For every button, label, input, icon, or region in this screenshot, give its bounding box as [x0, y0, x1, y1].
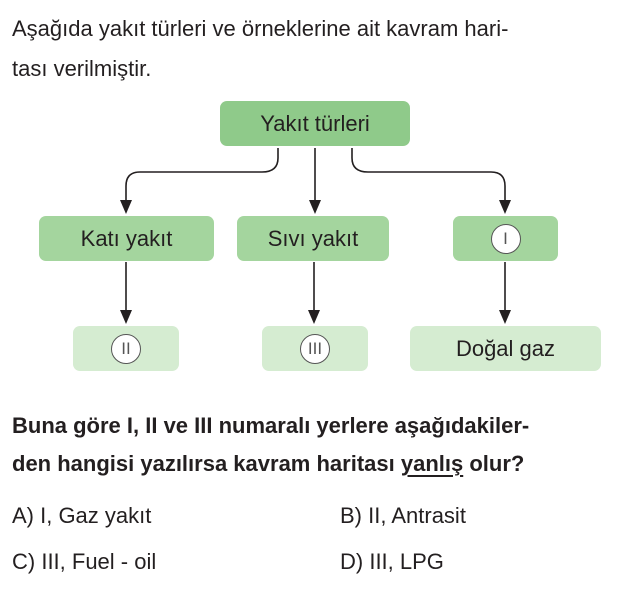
node-kati-yakit: Katı yakıt — [39, 216, 214, 261]
question-line-2-pre: den hangisi yazılırsa kavram haritası — [12, 451, 401, 476]
question-line-2-post: olur? — [463, 451, 525, 476]
node-sivi-yakit: Sıvı yakıt — [237, 216, 389, 261]
option-b[interactable]: B) II, Antrasit — [340, 503, 466, 528]
arrow-root-to-I — [351, 148, 506, 204]
node-dogal-gaz: Doğal gaz — [410, 326, 601, 371]
label-III: III — [300, 333, 330, 364]
option-c[interactable]: C) III, Fuel - oil — [12, 549, 157, 574]
arrow-root-to-kati — [125, 148, 279, 204]
option-a[interactable]: A) I, Gaz yakıt — [12, 503, 152, 528]
label-I: I — [490, 223, 521, 254]
node-blank-II: II — [73, 326, 179, 371]
node-blank-III: III — [262, 326, 368, 371]
label-II: II — [111, 333, 141, 364]
intro-line-2: tası verilmiştir. — [12, 56, 152, 81]
question-line-1: Buna göre I, II ve III numaralı yerlere … — [12, 413, 530, 438]
node-blank-I: I — [453, 216, 558, 261]
option-d[interactable]: D) III, LPG — [340, 549, 444, 574]
question-line-2: den hangisi yazılırsa kavram haritası ya… — [12, 451, 524, 477]
intro-line-1: Aşağıda yakıt türleri ve örneklerine ait… — [12, 16, 509, 41]
underlined-word: yanlış — [400, 451, 464, 476]
node-root: Yakıt türleri — [220, 101, 410, 146]
